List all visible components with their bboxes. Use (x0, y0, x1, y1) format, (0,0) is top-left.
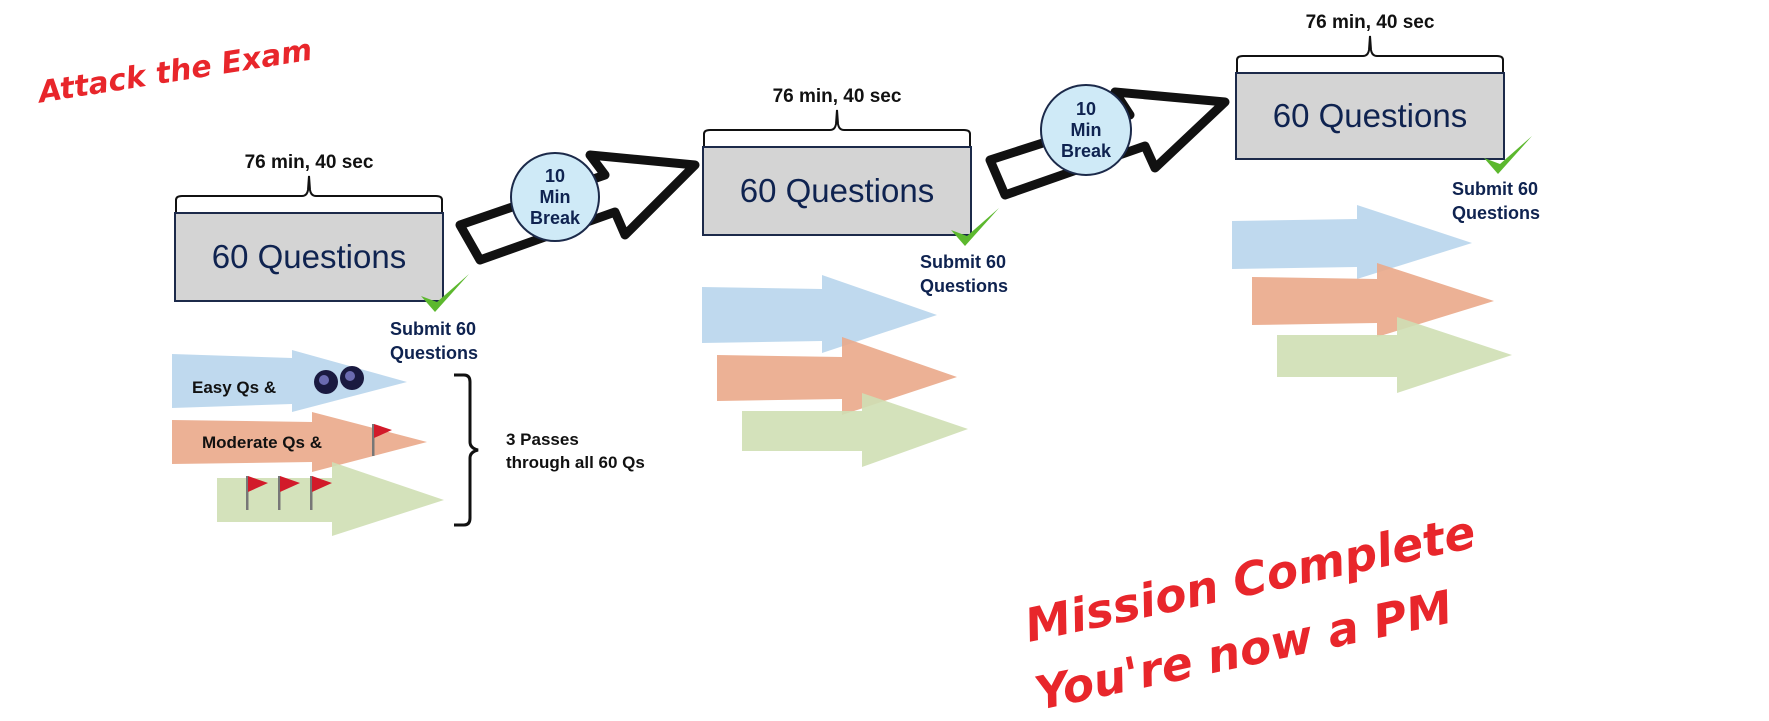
break-2-line2: Min (1070, 119, 1102, 140)
section-1-submit-line1: Submit 60 (390, 319, 477, 339)
section-3-question-box: 60 Questions (1235, 72, 1505, 160)
flags-icon (246, 476, 332, 510)
section-3-time: 76 min, 40 sec (1305, 12, 1435, 33)
pass-arrows-1 (172, 350, 444, 536)
pass-moderate-label: Moderate Qs & (202, 433, 322, 452)
break-2-line1: 10 (1075, 98, 1096, 119)
section-3-submit-line1: Submit 60 (1452, 179, 1539, 199)
check-icon (421, 274, 469, 312)
pass-easy-label: Easy Qs & (192, 378, 277, 397)
flag-icon (372, 424, 392, 456)
section-3-submit-line2: Questions (1452, 203, 1541, 223)
binoculars-icon (314, 366, 364, 394)
pass-arrows-3 (1232, 205, 1512, 393)
check-icon (951, 208, 999, 246)
break-2-circle: 10 Min Break (1040, 84, 1132, 176)
break-1-line3: Break (529, 207, 581, 228)
passes-brace (454, 373, 479, 527)
break-1-circle: 10 Min Break (510, 152, 600, 242)
passes-summary-line1: 3 Passes (506, 430, 579, 449)
section-2-time: 76 min, 40 sec (772, 86, 902, 107)
check-icon (1484, 136, 1532, 174)
section-1-time: 76 min, 40 sec (244, 152, 374, 173)
pass-arrows-2 (702, 275, 968, 467)
section-2-question-box: 60 Questions (702, 146, 972, 236)
section-1-submit-line2: Questions (390, 343, 479, 363)
passes-summary-line2: through all 60 Qs (506, 453, 645, 472)
section-1-brace (175, 175, 443, 212)
break-1-line2: Min (539, 186, 571, 207)
break-1-line1: 10 (544, 165, 565, 186)
section-2-submit-line2: Questions (920, 276, 1009, 296)
diagram-title: Attack the Exam (36, 32, 315, 111)
section-1-question-box: 60 Questions (174, 212, 444, 302)
break-2-line3: Break (1060, 140, 1112, 161)
section-3-brace (1236, 35, 1504, 72)
section-2-brace (703, 109, 971, 146)
section-2-submit-line1: Submit 60 (920, 252, 1007, 272)
